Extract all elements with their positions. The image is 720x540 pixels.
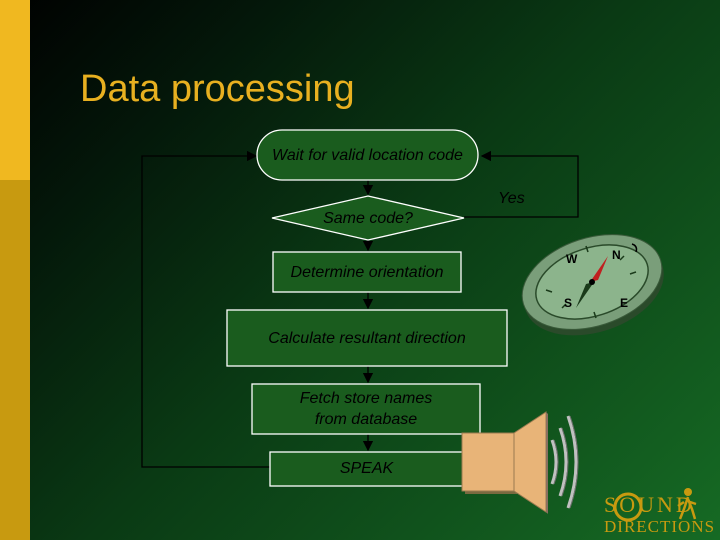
yes-loop-connector	[464, 150, 579, 218]
step3-label-line1: Fetch store names	[299, 390, 433, 407]
step3-label-line2: from database	[314, 411, 418, 428]
compass-letter-w: W	[566, 252, 578, 266]
sound-directions-logo: SOUND DIRECTIONS	[604, 494, 715, 538]
slide-title: Data processing	[80, 68, 355, 110]
step1-box	[272, 251, 462, 293]
compass-icon	[521, 234, 664, 336]
start-terminator-shape	[256, 129, 479, 181]
return-loop-connector	[141, 150, 270, 468]
step2-box	[226, 309, 508, 367]
logo-line2: DIRECTIONS	[604, 517, 716, 536]
step4-box	[269, 451, 464, 487]
decision-node-label: Same code?	[323, 210, 413, 227]
speaker-icon	[461, 411, 579, 514]
sidebar-accent-bottom	[0, 180, 30, 540]
decision-diamond-shape	[271, 195, 465, 241]
compass-letter-n: N	[612, 248, 621, 262]
logo-emblem	[613, 488, 697, 522]
compass-letter-e: E	[620, 296, 629, 310]
sidebar-accent-top	[0, 0, 30, 180]
start-node-label: Wait for valid location code	[272, 147, 463, 164]
step3-box	[251, 383, 481, 435]
step1-label: Determine orientation	[290, 264, 444, 281]
step4-label: SPEAK	[339, 460, 394, 477]
step2-label: Calculate resultant direction	[268, 330, 466, 347]
compass-letter-s: S	[564, 296, 573, 310]
logo-line1: SOUND	[604, 492, 695, 517]
yes-branch-label: Yes	[498, 190, 525, 207]
